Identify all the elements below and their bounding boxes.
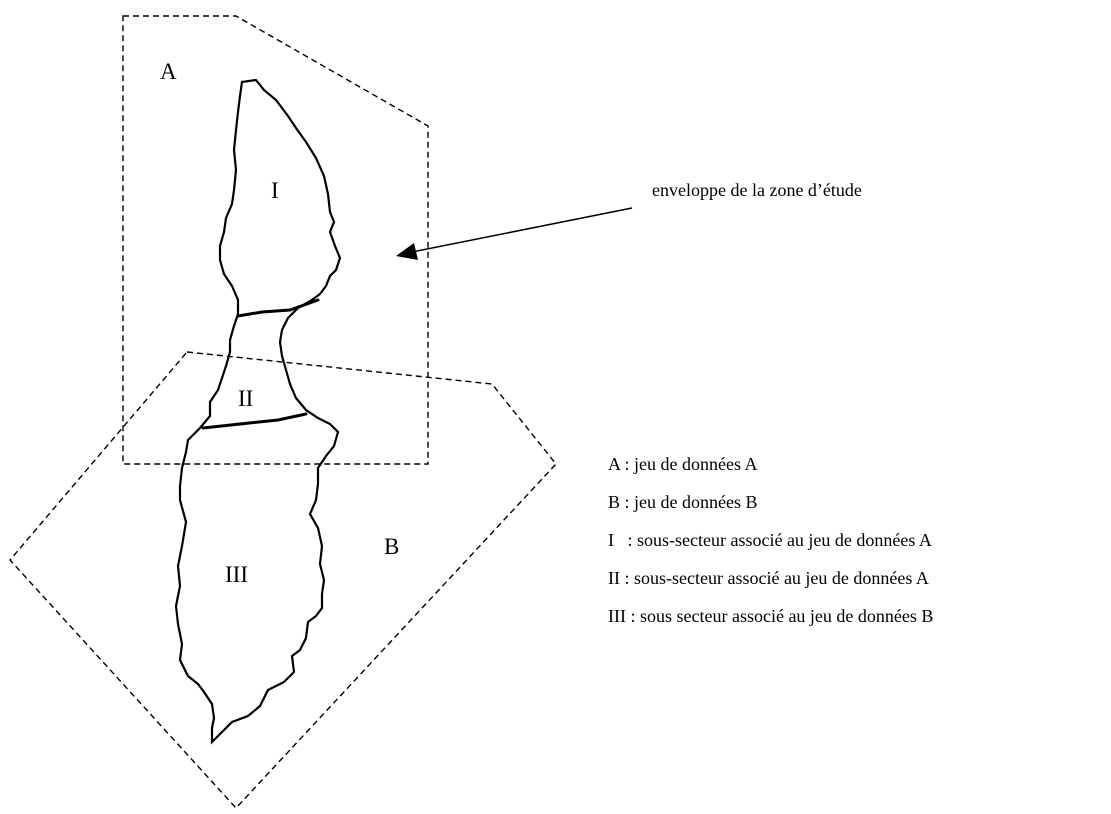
legend-item: III : sous secteur associé au jeu de don…	[608, 606, 933, 626]
annotation-arrow	[411, 207, 633, 253]
label-set-a: A	[160, 59, 177, 84]
envelope-a	[122, 15, 429, 465]
label-sector-3: III	[225, 562, 248, 587]
annotation-text: enveloppe de la zone d’étude	[652, 180, 862, 200]
legend-item: II : sous-secteur associé au jeu de donn…	[608, 568, 929, 588]
legend-item: I : sous-secteur associé au jeu de donné…	[608, 530, 932, 550]
envelope-b	[9, 351, 557, 810]
legend-item: B : jeu de données B	[608, 492, 757, 512]
divider-sector-1-2	[236, 298, 320, 318]
label-set-b: B	[384, 534, 399, 559]
annotation-arrowhead	[396, 243, 418, 260]
label-sector-2: II	[238, 386, 253, 411]
lake-outline	[174, 78, 342, 745]
legend-item: A : jeu de données A	[608, 454, 757, 474]
divider-sector-2-3	[201, 412, 308, 430]
legend: A : jeu de données A B : jeu de données …	[608, 454, 933, 626]
label-sector-1: I	[271, 178, 279, 203]
